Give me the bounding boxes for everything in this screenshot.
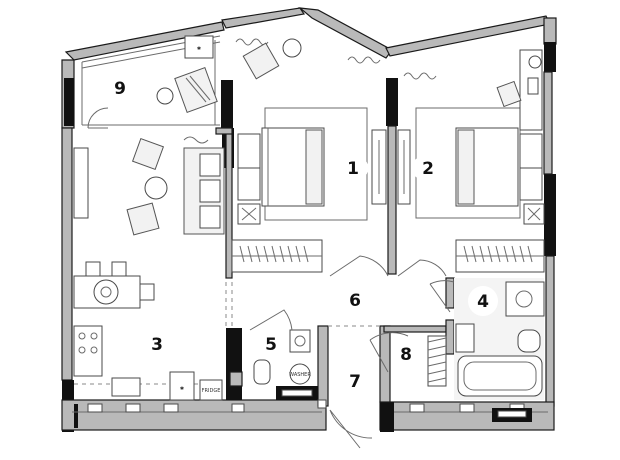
room-5-number: 5 xyxy=(265,335,277,355)
room-label-2[interactable]: 2 xyxy=(413,153,443,183)
room-2-number: 2 xyxy=(422,159,434,179)
room-3-number: 3 xyxy=(151,335,163,355)
room-8-number: 8 xyxy=(400,345,412,365)
bathroom-4-fixtures xyxy=(429,278,545,400)
hall-utility-furniture: WASHER xyxy=(231,282,447,449)
room-5-marker xyxy=(257,330,285,358)
washer-label: WASHER xyxy=(289,372,311,378)
room-label-1[interactable]: 1 xyxy=(338,153,368,183)
room-1-marker xyxy=(338,153,368,183)
bedroom-1-furniture xyxy=(231,38,387,273)
fridge-label: FRIDGE xyxy=(202,388,221,394)
room-9-marker xyxy=(105,73,135,103)
exterior-walls xyxy=(61,7,557,432)
svg-text:✱: ✱ xyxy=(197,46,202,52)
bedroom-2-furniture xyxy=(329,49,545,277)
room-9-number: 9 xyxy=(114,79,126,99)
room-8-marker xyxy=(391,339,421,369)
room-7-marker xyxy=(340,366,370,396)
room-label-4[interactable]: 4 xyxy=(468,286,498,316)
living-kitchen-furniture: ✱ FRIDGE xyxy=(73,136,227,401)
room-7-number: 7 xyxy=(349,372,361,392)
room-4-marker xyxy=(468,286,498,316)
room-label-8[interactable]: 8 xyxy=(391,339,421,369)
room-label-3[interactable]: 3 xyxy=(142,329,172,359)
room-label-6[interactable]: 6 xyxy=(340,285,370,315)
room-3-marker xyxy=(142,329,172,359)
svg-text:✱: ✱ xyxy=(180,386,185,392)
room-4-number: 4 xyxy=(477,292,489,312)
room-label-5[interactable]: 5 xyxy=(257,330,285,358)
balcony-furniture: ✱ xyxy=(87,35,218,129)
balcony-walls xyxy=(61,21,233,129)
room-label-7[interactable]: 7 xyxy=(340,366,370,396)
room-1-number: 1 xyxy=(347,159,359,179)
room-6-number: 6 xyxy=(349,291,361,311)
room-2-marker xyxy=(413,153,443,183)
room-6-marker xyxy=(340,285,370,315)
room-label-9[interactable]: 9 xyxy=(105,73,135,103)
